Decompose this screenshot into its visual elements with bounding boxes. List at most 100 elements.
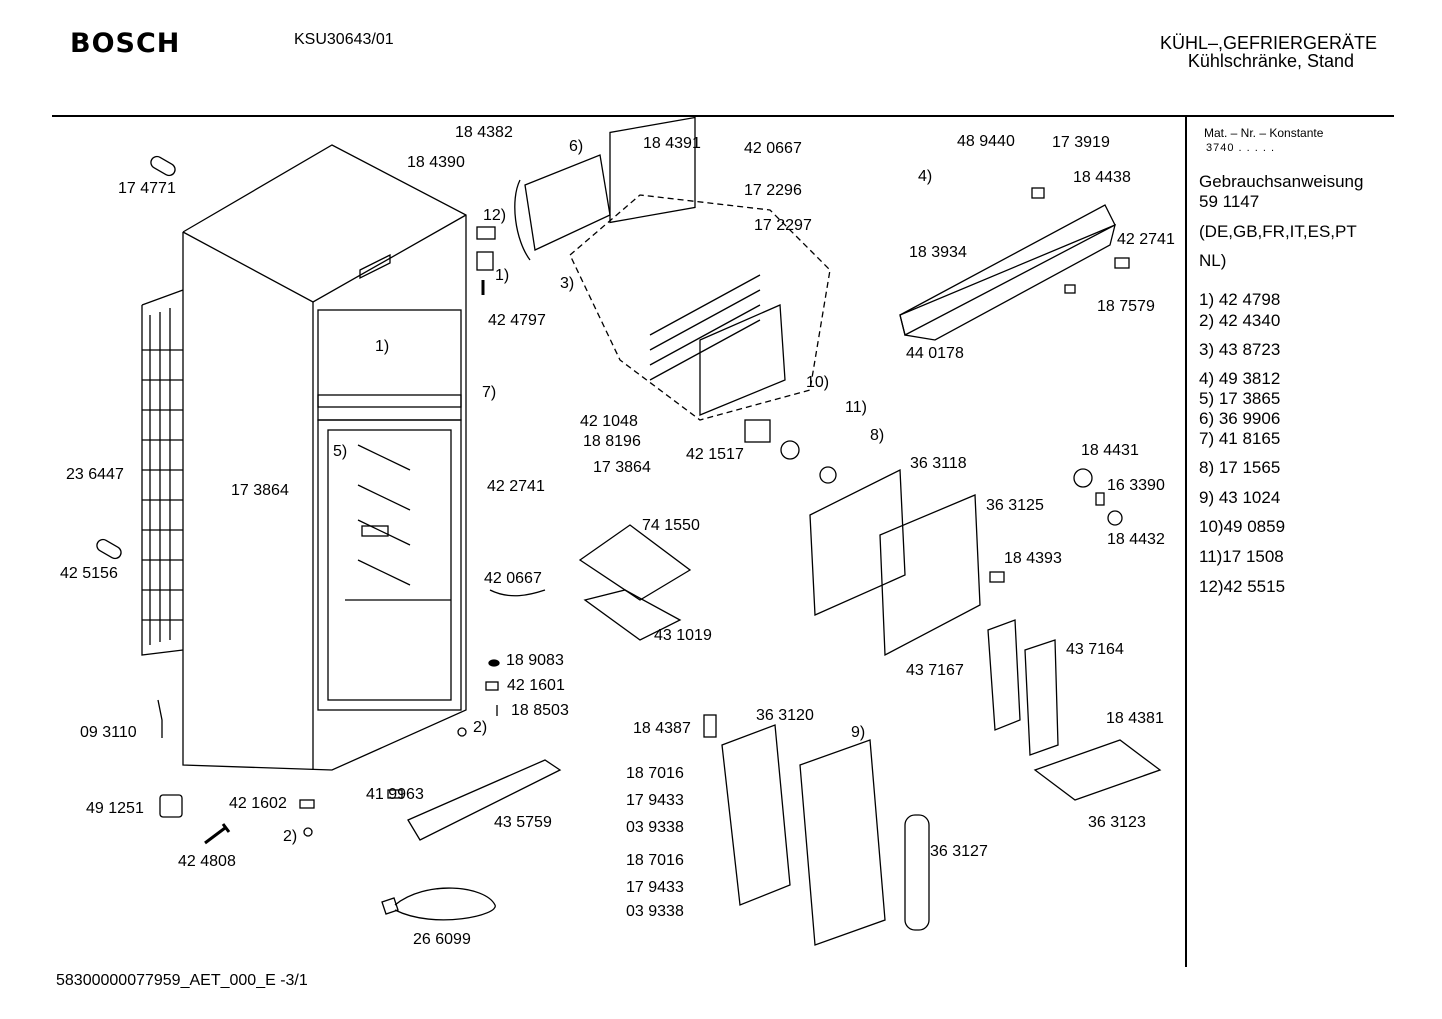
plug-drawing bbox=[381, 897, 399, 915]
power-cord-drawing bbox=[394, 887, 496, 921]
part-label: 74 1550 bbox=[642, 517, 700, 534]
cover-drawing bbox=[524, 154, 611, 251]
part-label: 4) bbox=[918, 168, 933, 185]
part-label: 17 3864 bbox=[231, 482, 289, 499]
evaporator-drawing bbox=[609, 116, 786, 416]
part-label: 43 5759 bbox=[494, 814, 552, 831]
part-label: 17 9433 bbox=[626, 879, 684, 896]
part-420667-wire-drawing bbox=[489, 589, 546, 597]
part-label: 43 1019 bbox=[654, 627, 712, 644]
part-label: 18 4382 bbox=[455, 124, 513, 141]
mat-value: 3740 . . . . . bbox=[1206, 142, 1276, 154]
part-label: 8) bbox=[870, 427, 885, 444]
part-label: 3) bbox=[560, 275, 575, 292]
part-label: 18 4391 bbox=[643, 135, 701, 152]
legend-item: 11)17 1508 bbox=[1199, 547, 1284, 566]
part-163390-drawing bbox=[1095, 492, 1105, 506]
part-label: 1) bbox=[495, 267, 510, 284]
legend-item: 10)49 0859 bbox=[1199, 517, 1286, 536]
part-label: 43 7164 bbox=[1066, 641, 1124, 658]
part-label: 18 4381 bbox=[1106, 710, 1164, 727]
part-label: 17 2297 bbox=[754, 217, 812, 234]
part-label: 18 4431 bbox=[1081, 442, 1139, 459]
category-title: KÜHL–,GEFRIERGERÄTE bbox=[1159, 33, 1377, 53]
part-174771-drawing bbox=[150, 155, 176, 177]
part-label: 18 7016 bbox=[626, 765, 684, 782]
manual-title: Gebrauchsanweisung bbox=[1199, 172, 1364, 191]
part-437167-drawing bbox=[987, 619, 1021, 731]
brand-logo: BOSCH bbox=[70, 28, 181, 59]
part-label: 42 1602 bbox=[229, 795, 287, 812]
part-label: 48 9440 bbox=[957, 133, 1015, 150]
part-label: 36 3127 bbox=[930, 843, 988, 860]
wire-drawing bbox=[514, 179, 531, 261]
part-label: 42 2741 bbox=[1117, 231, 1175, 248]
part-label: 42 0667 bbox=[484, 570, 542, 587]
part-425156-drawing bbox=[96, 538, 122, 560]
part-12-drawing bbox=[476, 226, 496, 240]
part-437164-drawing bbox=[1024, 639, 1059, 756]
part-label: 17 9433 bbox=[626, 792, 684, 809]
screw-drawing-2 bbox=[457, 727, 467, 737]
part-421601-drawing bbox=[485, 681, 499, 691]
part-435759-drawing bbox=[407, 759, 562, 841]
part-label: 26 6099 bbox=[413, 931, 471, 948]
legend-item: 4) 49 3812 bbox=[1199, 369, 1281, 388]
part-741550-drawing bbox=[578, 524, 692, 601]
part-label: 17 2296 bbox=[744, 182, 802, 199]
legend-item: 12)42 5515 bbox=[1199, 577, 1286, 596]
model-number: KSU30643/01 bbox=[294, 31, 394, 48]
legend-item: 7) 41 8165 bbox=[1199, 429, 1281, 448]
part-label: 5) bbox=[333, 443, 348, 460]
part-431019-drawing bbox=[583, 589, 682, 641]
part-424808-drawing bbox=[204, 823, 231, 845]
part-label: 42 1048 bbox=[580, 413, 638, 430]
legend-item: 3) 43 8723 bbox=[1199, 340, 1281, 359]
panel-363118-drawing bbox=[809, 468, 906, 616]
part-184431-drawing bbox=[1073, 468, 1093, 488]
part-label: 18 8503 bbox=[511, 702, 569, 719]
part-label: 36 3118 bbox=[910, 455, 967, 472]
part-label: 42 4808 bbox=[178, 853, 236, 870]
part-label: 18 4390 bbox=[407, 154, 465, 171]
legend-item: 6) 36 9906 bbox=[1199, 409, 1281, 428]
part-label: 36 3125 bbox=[986, 497, 1044, 514]
part-421517-drawing bbox=[744, 419, 771, 443]
part-label: 36 3120 bbox=[756, 707, 814, 724]
legend-item: 5) 17 3865 bbox=[1199, 389, 1281, 408]
part-label: 03 9338 bbox=[626, 903, 684, 920]
part-label: 18 4438 bbox=[1073, 169, 1131, 186]
part-184393-drawing bbox=[989, 571, 1005, 583]
header-divider bbox=[52, 115, 1394, 117]
part-label: 42 0667 bbox=[744, 140, 802, 157]
legend-item: 8) 17 1565 bbox=[1199, 458, 1281, 477]
panel-363125-drawing bbox=[879, 494, 981, 657]
manual-number: 59 1147 bbox=[1199, 192, 1260, 211]
part-421602-drawing bbox=[299, 799, 315, 809]
part-label: 36 3123 bbox=[1088, 814, 1146, 831]
part-label: 18 4387 bbox=[633, 720, 691, 737]
part-label: 42 2741 bbox=[487, 478, 545, 495]
part-label: 42 4797 bbox=[488, 312, 546, 329]
languages-line2: NL) bbox=[1199, 251, 1227, 270]
screw-drawing bbox=[303, 827, 313, 837]
part-label: 2) bbox=[283, 828, 298, 845]
part-422741-drawing bbox=[1114, 257, 1130, 269]
part-173919-drawing bbox=[1031, 187, 1045, 199]
part-label: 1) bbox=[375, 338, 390, 355]
door-panel-9-drawing bbox=[799, 739, 886, 946]
part-label: 49 1251 bbox=[86, 800, 144, 817]
part-label: 2) bbox=[473, 719, 488, 736]
part-label: 17 4771 bbox=[118, 180, 176, 197]
part-419963-drawing bbox=[387, 789, 403, 799]
part-label: 18 7016 bbox=[626, 852, 684, 869]
part-label: 18 4393 bbox=[1004, 550, 1062, 567]
side-panel-divider bbox=[1185, 117, 1187, 967]
part-label: 42 1517 bbox=[686, 446, 744, 463]
part-label: 43 7167 bbox=[906, 662, 964, 679]
part-label: 18 4432 bbox=[1107, 531, 1165, 548]
legend-item: 1) 42 4798 bbox=[1199, 290, 1281, 309]
part-label: 7) bbox=[482, 384, 497, 401]
part-491251-drawing bbox=[159, 794, 183, 818]
